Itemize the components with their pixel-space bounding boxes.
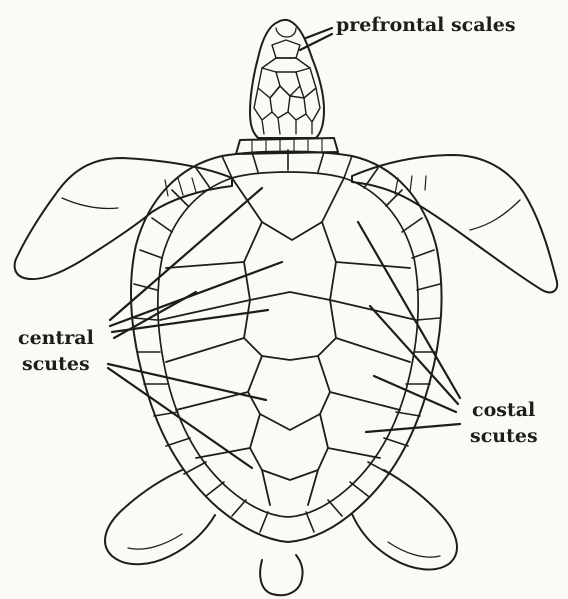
turtle-head	[250, 20, 324, 138]
left-front-flipper	[15, 158, 232, 279]
right-front-flipper	[352, 155, 557, 292]
left-rear-flipper	[105, 470, 215, 564]
marginal-scutes	[134, 150, 440, 532]
carapace-inner-rim	[158, 172, 418, 517]
costal-scutes-label-line2: scutes	[470, 425, 538, 447]
carapace	[131, 150, 442, 542]
prefrontal-scales-label: prefrontal scales	[336, 14, 516, 36]
carapace-outline	[131, 152, 442, 543]
central-scutes-label-line2: scutes	[22, 353, 90, 375]
central-scutes-label-line1: central	[18, 327, 94, 349]
costal-scutes-label-line1: costal	[472, 399, 535, 421]
costal-leaders	[358, 222, 460, 432]
right-rear-flipper	[352, 470, 457, 570]
vertebral-scutes	[232, 178, 344, 505]
tail	[260, 555, 302, 595]
